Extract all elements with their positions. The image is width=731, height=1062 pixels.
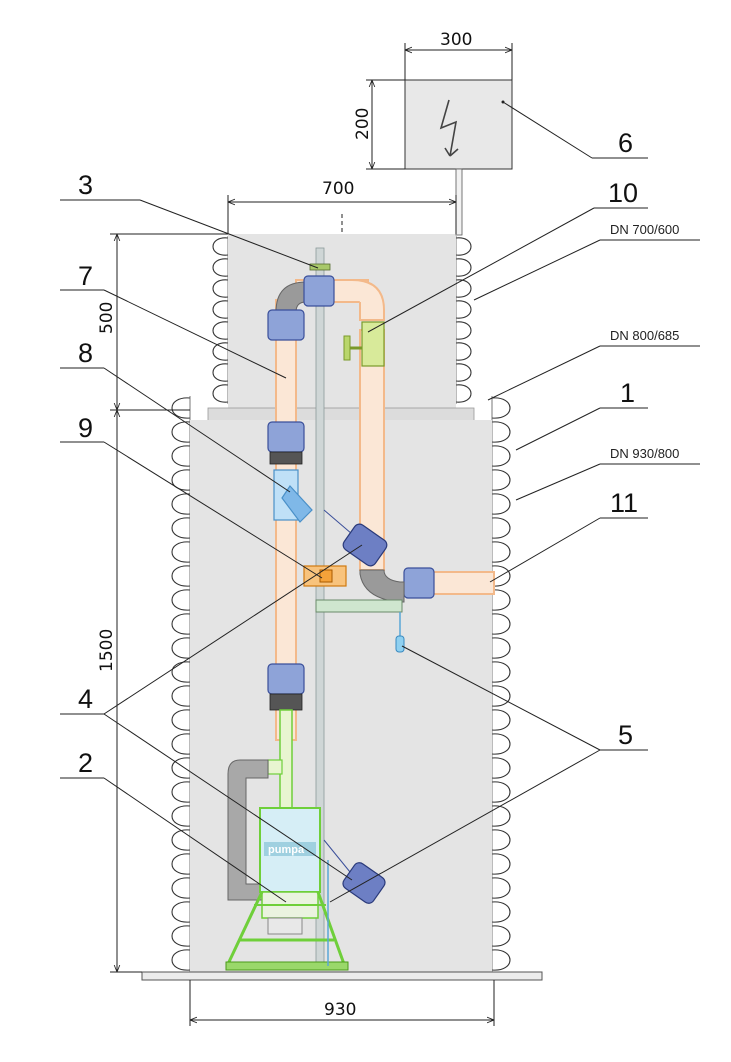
callout-5: 5 [618, 720, 633, 750]
dn-lower-label: DN 930/800 [610, 446, 679, 461]
pump-brand-label: pumpa [268, 844, 305, 856]
vent-pipe [227, 759, 269, 901]
dn-upper-label: DN 700/600 [610, 222, 679, 237]
dim-lower-width: 930 [324, 1000, 356, 1020]
callout-7: 7 [78, 261, 93, 291]
callout-3: 3 [78, 170, 93, 200]
callout-10: 10 [608, 178, 638, 208]
callout-4: 4 [78, 684, 93, 714]
callout-1: 1 [620, 378, 635, 408]
callout-8: 8 [78, 338, 93, 368]
dim-upper-height: 500 [97, 302, 117, 334]
base-plate [141, 971, 543, 981]
dim-box-height: 200 [353, 108, 373, 140]
callout-2: 2 [78, 748, 93, 778]
couplings [267, 275, 435, 711]
lightning-icon [439, 99, 459, 157]
callout-leaders [60, 101, 700, 903]
electrical-box [404, 79, 513, 170]
submersible-pump: pumpa [225, 807, 349, 971]
cable-conduit [455, 168, 463, 236]
shaft-collar [207, 407, 475, 423]
filter [273, 469, 313, 523]
ball-valve [343, 321, 385, 367]
callout-9: 9 [78, 413, 93, 443]
level-sensor [315, 599, 405, 653]
dim-box-width: 300 [440, 30, 472, 50]
check-valve [303, 565, 347, 587]
dim-upper-width: 700 [322, 179, 354, 199]
dim-lower-height: 1500 [97, 629, 117, 672]
upper-shaft [228, 234, 456, 410]
callout-11: 11 [610, 488, 638, 518]
float-switch-upper [323, 509, 388, 567]
dn-middle-label: DN 800/685 [610, 328, 679, 343]
callout-6: 6 [618, 128, 633, 158]
dimension-lines [110, 43, 513, 1026]
guide-top-bracket [309, 263, 331, 271]
riser-tee [267, 759, 283, 775]
middle-elbow [359, 569, 405, 603]
